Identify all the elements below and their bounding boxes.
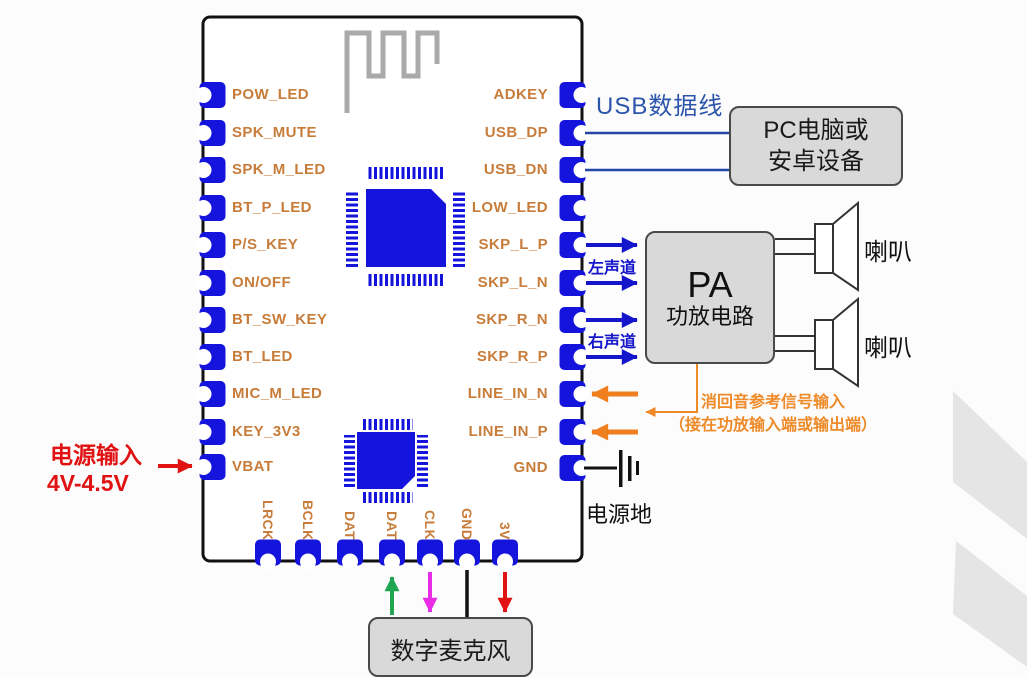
pin-label-on-off: ON/OFF	[232, 274, 292, 291]
pin-label-vbat: VBAT	[232, 458, 274, 475]
pin-label-bt-led: BT_LED	[232, 348, 293, 365]
pin-label-skp-r-n: SKP_R_N	[476, 311, 548, 328]
pin-label-skp-l-p: SKP_L_P	[478, 236, 548, 253]
pin-label-spk-mute: SPK_MUTE	[232, 124, 317, 141]
pin-label-bclk: BCLK	[300, 499, 316, 540]
secondary-chip-icon	[344, 419, 428, 503]
speaker2-label: 喇叭	[864, 335, 912, 362]
pin-label-lrck: LRCK	[260, 499, 276, 540]
ground-icon	[584, 450, 639, 487]
digital-mic-label: 数字麦克风	[390, 638, 511, 665]
power-ground-label: 电源地	[586, 502, 653, 527]
right-channel-label: 右声道	[588, 334, 637, 351]
line-in-arrows	[591, 385, 638, 441]
pa-subtitle: 功放电路	[665, 303, 754, 329]
pa-title: PA	[687, 263, 733, 305]
pc-device-box: PC电脑或 安卓设备	[729, 106, 903, 186]
pin-label-spk-m-led: SPK_M_LED	[232, 161, 326, 178]
pin-label-skp-r-p: SKP_R_P	[476, 348, 548, 365]
pin-label-usb-dp: USB_DP	[484, 124, 548, 141]
pin-label-gnd-bottom: GND	[459, 507, 475, 540]
pc-box-line1: PC电脑或	[763, 117, 869, 144]
pin-label-line-in-p: LINE_IN_P	[468, 423, 548, 440]
pin-label-bt-sw-key: BT_SW_KEY	[232, 311, 328, 328]
speaker2-icon	[775, 296, 859, 388]
echo-note-line2: （接在功放输入端或输出端）	[669, 417, 878, 434]
pin-label-dat2: DAT	[384, 511, 400, 540]
right-pins	[559, 82, 590, 481]
pin-label-ps-key: P/S_KEY	[232, 236, 299, 253]
left-channel-label: 左声道	[588, 260, 637, 277]
pin-label-pow-led: POW_LED	[232, 86, 309, 103]
pin-label-gnd-right: GND	[513, 459, 548, 476]
usb-cable-label: USB数据线	[596, 93, 724, 120]
antenna-icon	[344, 30, 440, 113]
pin-label-low-led: LOW_LED	[471, 199, 548, 216]
watermark	[953, 391, 1027, 667]
pin-label-dat1: DAT	[342, 511, 358, 540]
pin-label-skp-l-n: SKP_L_N	[477, 274, 548, 291]
digital-mic-box: 数字麦克风	[368, 617, 533, 677]
speaker1-label: 喇叭	[864, 239, 912, 266]
main-chip-icon	[346, 167, 465, 286]
pin-label-mic-m-led: MIC_M_LED	[232, 385, 323, 402]
left-pins	[195, 82, 226, 480]
pc-box-line2: 安卓设备	[768, 148, 864, 175]
pin-label-line-in-n: LINE_IN_N	[467, 385, 548, 402]
pin-label-adkey: ADKEY	[493, 86, 548, 103]
usb-lines	[585, 131, 729, 172]
mic-connections	[384, 570, 513, 617]
pin-label-bt-p-led: BT_P_LED	[232, 199, 312, 216]
pin-label-3v: 3V	[497, 522, 513, 540]
speaker1-icon	[775, 200, 859, 292]
echo-note-line1: 消回音参考信号输入	[701, 394, 846, 411]
channel-arrows	[586, 237, 638, 365]
pa-amplifier-box: PA 功放电路	[645, 231, 775, 364]
pin-label-key-3v3: KEY_3V3	[232, 423, 301, 440]
pin-label-usb-dn: USB_DN	[483, 161, 548, 178]
power-voltage-label: 4V-4.5V	[47, 470, 129, 496]
power-input-label: 电源输入	[50, 442, 142, 468]
echo-reference-arrow	[645, 364, 698, 417]
pin-label-clk: CLK	[422, 510, 438, 540]
